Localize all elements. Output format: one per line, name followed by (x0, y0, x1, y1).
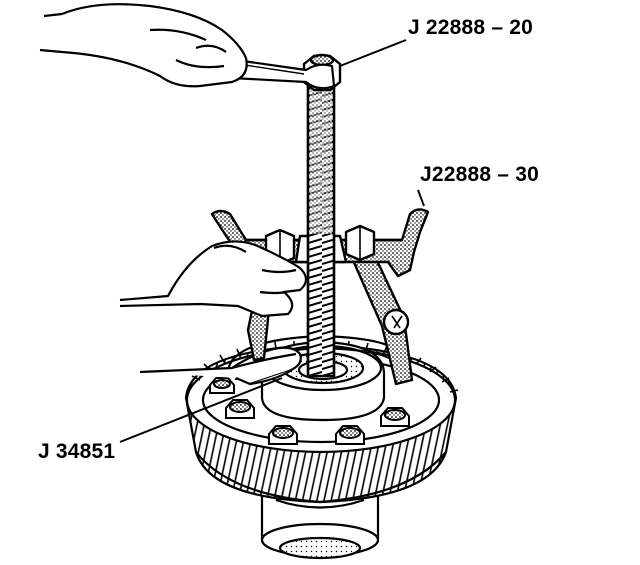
leader-bot (119, 377, 283, 443)
middle-hand (119, 240, 308, 318)
leader-mid (417, 189, 425, 207)
upper-hand-wrench (39, 3, 336, 90)
label-bearing-tool: J 34851 (38, 440, 116, 463)
forcing-screw (306, 82, 336, 378)
leader-top (339, 39, 407, 67)
label-screw-tool: J 22888 – 20 (408, 16, 534, 39)
ring-gear-bolts (209, 377, 410, 445)
leader-lines (119, 39, 425, 443)
label-puller: J22888 – 30 (420, 163, 539, 186)
